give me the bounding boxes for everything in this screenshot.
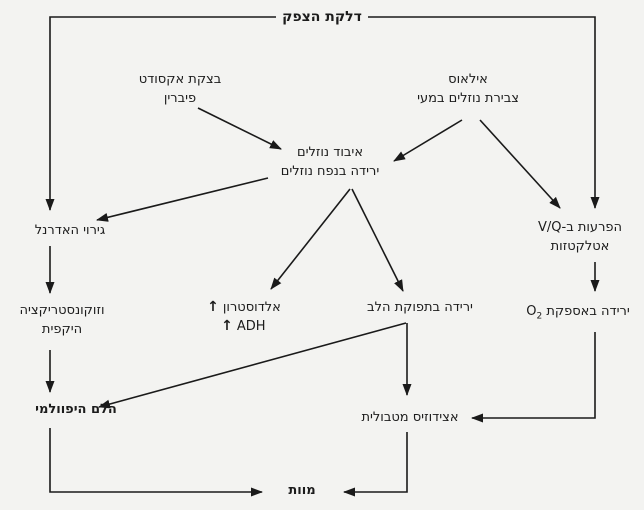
node-vq-disturbance: הפרעות ב-V/Q אטלקטזות (538, 218, 622, 256)
o2-letter: O (526, 304, 537, 319)
node-label: מוות (288, 483, 316, 498)
node-label: צבירת נוזלים במעי (417, 91, 519, 106)
o2-symbol: O2 (526, 304, 543, 322)
arrow-shock-to-death (49, 428, 263, 497)
arrow-exudate-to-fluidloss (197, 107, 282, 150)
arrow-title-to-adrenal (45, 16, 276, 211)
node-label: אטלקטזות (550, 239, 610, 254)
node-label: אצידוזיס מטבולית (361, 410, 459, 425)
node-label: וזוקונסטריקציה (19, 303, 105, 318)
arrow-fluidloss-to-adrenal (96, 177, 269, 222)
node-label: בצקת אקסודט (138, 72, 222, 87)
arrow-fluidloss-to-aldosterone (270, 188, 351, 290)
node-decreased-o2-supply: ירידה באספקת O2 (526, 302, 630, 327)
adh-row: ↑ ADH (207, 317, 281, 336)
node-fluid-loss: איבוד נוזלים ירידה בנפח נוזלים (281, 143, 380, 181)
node-label: הלם היפוולמי (35, 402, 117, 417)
node-label: גירוי האדרנל (34, 223, 106, 238)
node-adrenal-stimulation: גירוי האדרנל (35, 221, 105, 240)
node-ileus: אילאוס צבירת נוזלים במעי (417, 70, 519, 108)
arrow-title-to-vq (368, 16, 600, 209)
node-peripheral-vasoconstriction: וזוקונסטריקציה היקפית (19, 301, 104, 339)
aldosterone-row: ↑ אלדוסטרון (207, 298, 281, 317)
node-label: פיברין (163, 91, 197, 106)
up-arrow-icon: ↑ (221, 318, 233, 334)
arrow-ileus-to-fluidloss (393, 119, 463, 162)
node-death: מוות (288, 481, 315, 500)
o2-subscript: 2 (536, 311, 543, 322)
node-label: הפרעות ב-V/Q (537, 220, 623, 235)
node-metabolic-acidosis: אצידוזיס מטבולית (361, 408, 458, 427)
node-label: ירידה בתפוקת הלב (367, 300, 473, 315)
up-arrow-icon: ↑ (207, 299, 219, 315)
node-peritonitis-title: דלקת הצפק (282, 8, 362, 27)
node-label: היקפית (41, 322, 83, 337)
node-label: ירידה בנפח נוזלים (280, 164, 380, 179)
o2-label-text: ירידה באספקת (546, 304, 630, 319)
node-label: ADH (236, 319, 266, 334)
node-label: אלדוסטרון (222, 300, 281, 315)
node-label: איבוד נוזלים (296, 145, 364, 160)
node-aldosterone-adh: ↑ אלדוסטרון ↑ ADH (207, 298, 281, 336)
arrow-o2supply-to-acidosis (471, 332, 596, 423)
arrow-acidosis-to-death (343, 432, 408, 497)
node-decreased-cardiac-output: ירידה בתפוקת הלב (367, 298, 473, 317)
node-label: אילאוס (448, 72, 488, 87)
arrow-fluidloss-to-cardiac (351, 188, 404, 292)
node-label: ירידה באספקת O2 (526, 302, 630, 327)
arrow-ileus-to-vq (479, 119, 561, 209)
node-label: דלקת הצפק (282, 9, 362, 25)
arrow-cardiac-to-shock (98, 322, 407, 409)
node-hypovolemic-shock: הלם היפוולמי (35, 400, 117, 419)
node-exudate-fibrin: בצקת אקסודט פיברין (139, 70, 222, 108)
